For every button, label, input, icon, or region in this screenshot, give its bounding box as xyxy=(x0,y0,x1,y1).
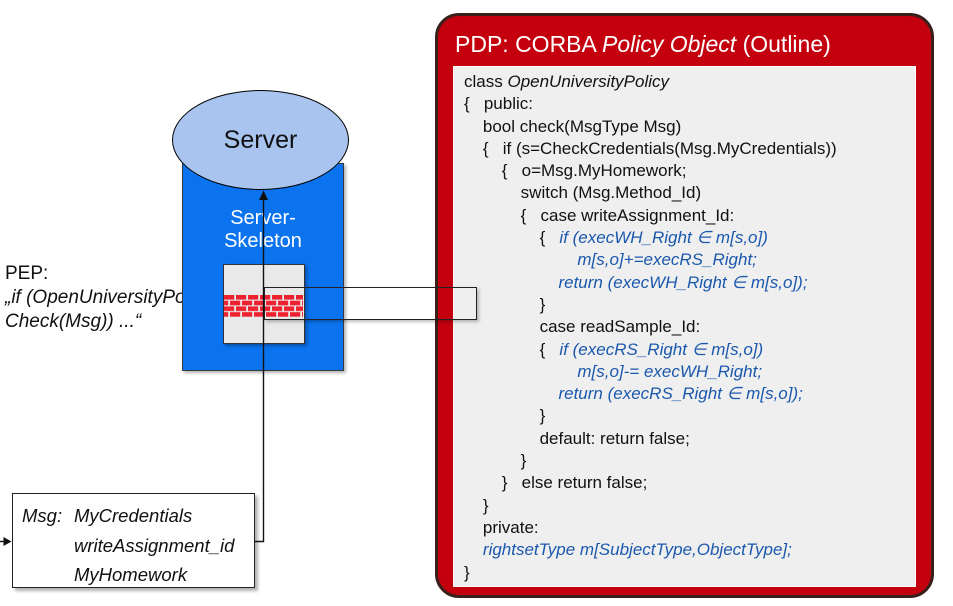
pep-caption-line3: Check(Msg)) ...“ xyxy=(5,311,142,332)
code-line: return (execWH_Right ∈ m[s,o]); xyxy=(558,272,808,292)
pep-caption: PEP: „if (OpenUniversityPolicy. Check(Ms… xyxy=(5,262,217,334)
code-line: default: return false; xyxy=(464,428,690,448)
code-line: } xyxy=(464,451,527,471)
code-line: } xyxy=(464,562,470,582)
code-line: } else return false; xyxy=(464,473,648,493)
msg-item-homework: MyHomework xyxy=(74,564,188,585)
code-line: bool check(MsgType Msg) xyxy=(464,116,682,136)
pdp-panel-title: PDP: CORBA Policy Object (Outline) xyxy=(455,31,831,57)
code-line: { case writeAssignment_Id: xyxy=(464,205,735,225)
code-line: { o=Msg.MyHomework; xyxy=(464,161,687,181)
code-line: } xyxy=(464,495,489,515)
code-line: class OpenUniversityPolicy xyxy=(464,72,670,91)
incoming-message-arrow xyxy=(0,537,12,546)
code-line: } xyxy=(464,406,546,426)
server-label: Server xyxy=(223,125,298,154)
code-line: m[s,o]-= execWH_Right; xyxy=(577,361,763,381)
server-skeleton-label: Server- Skeleton xyxy=(224,207,302,252)
msg-box: Msg: MyCredentials writeAssignment_id My… xyxy=(12,493,255,588)
code-line: { public: xyxy=(464,94,533,114)
code-line: m[s,o]+=execRS_Right; xyxy=(577,250,757,270)
msg-box-label: Msg: xyxy=(22,505,63,526)
code-line: rightsetType m[SubjectType,ObjectType]; xyxy=(482,540,792,560)
code-line: return (execRS_Right ∈ m[s,o]); xyxy=(558,384,803,404)
server-ellipse: Server xyxy=(172,90,349,190)
pep-caption-line1: PEP: xyxy=(5,263,49,284)
msg-item-method: writeAssignment_id xyxy=(74,534,235,556)
code-line: } xyxy=(464,294,546,314)
code-line: switch (Msg.Method_Id) xyxy=(464,183,702,203)
code-line: private: xyxy=(464,517,539,537)
pdp-panel: PDP: CORBA Policy Object (Outline) class… xyxy=(435,13,934,598)
code-line: { if (execRS_Right ∈ m[s,o]) xyxy=(464,339,764,359)
code-line: { if (execWH_Right ∈ m[s,o]) xyxy=(464,228,768,248)
code-line: { if (s=CheckCredentials(Msg.MyCredentia… xyxy=(464,138,837,158)
msg-item-credentials: MyCredentials xyxy=(74,505,193,526)
code-line: case readSample_Id: xyxy=(464,317,701,337)
pep-pdp-connector xyxy=(264,287,477,320)
msg-box-items: MyCredentials writeAssignment_id MyHomew… xyxy=(74,501,234,587)
policy-code-box: class OpenUniversityPolicy { public: bool… xyxy=(453,66,916,587)
pep-caption-line2: „if (OpenUniversityPolicy. xyxy=(5,287,217,308)
